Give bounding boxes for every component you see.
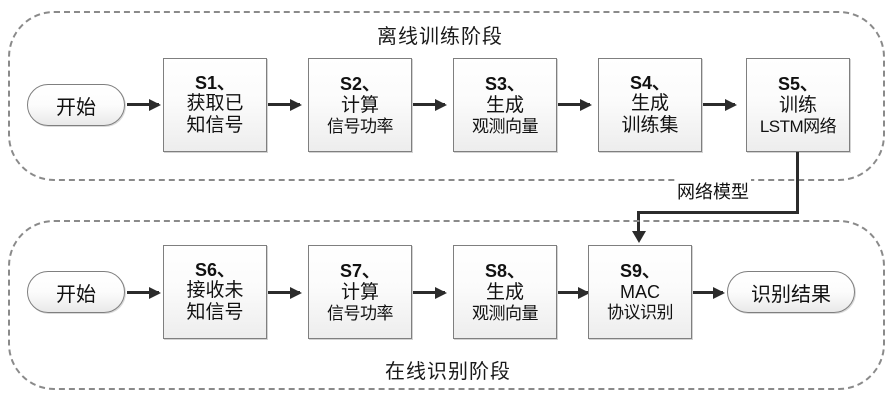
- phase-title-offline-training: 离线训练阶段: [377, 26, 503, 48]
- phase-title-online-recognition: 在线识别阶段: [385, 361, 511, 383]
- arrow-s6-to-s7: [268, 286, 302, 299]
- step-box-s4[interactable]: S4、 生成 训练集: [598, 58, 702, 152]
- arrow-s9-to-result: [693, 286, 725, 299]
- step-box-s8[interactable]: S8、 生成 观测向量: [453, 245, 557, 339]
- connector-horizontal: [637, 211, 799, 214]
- phase-container-online-recognition: [8, 220, 885, 390]
- step-s9-line2: MAC: [620, 282, 660, 303]
- step-box-s5[interactable]: S5、 训练 LSTM网络: [746, 58, 850, 152]
- step-s3-tag: S3、: [484, 73, 526, 94]
- step-s6-line3: 知信号: [186, 302, 244, 324]
- step-box-s6[interactable]: S6、 接收未 知信号: [163, 245, 267, 339]
- step-s9-line3: 协议识别: [607, 303, 674, 323]
- step-s8-line3: 观测向量: [472, 303, 539, 323]
- arrow-start-to-s1: [127, 98, 161, 111]
- arrow-s1-to-s2: [268, 98, 302, 111]
- arrow-s7-to-s8: [413, 286, 447, 299]
- terminator-start-online[interactable]: 开始: [27, 271, 125, 313]
- step-s5-tag: S5、: [777, 73, 819, 94]
- arrow-s2-to-s3: [413, 98, 447, 111]
- step-s9-tag: S9、: [619, 261, 661, 282]
- step-s1-line2: 获取已: [186, 93, 244, 115]
- step-s8-line2: 生成: [485, 281, 524, 303]
- terminator-recognition-result[interactable]: 识别结果: [727, 271, 855, 313]
- arrow-s3-to-s4: [558, 98, 592, 111]
- step-s1-line3: 知信号: [186, 115, 244, 137]
- arrow-s8-to-s9: [558, 286, 590, 299]
- step-box-s3[interactable]: S3、 生成 观测向量: [453, 58, 557, 152]
- arrow-s4-to-s5: [703, 98, 737, 111]
- step-box-s1[interactable]: S1、 获取已 知信号: [163, 58, 267, 152]
- step-s8-tag: S8、: [484, 260, 526, 281]
- step-s7-tag: S7、: [339, 260, 381, 281]
- step-s5-line2: 训练: [778, 94, 817, 116]
- step-s6-line2: 接收未: [186, 280, 244, 302]
- step-s2-line2: 计算: [340, 94, 379, 116]
- step-s3-line3: 观测向量: [472, 116, 539, 136]
- step-s4-line3: 训练集: [621, 115, 679, 137]
- step-box-s7[interactable]: S7、 计算 信号功率: [308, 245, 412, 339]
- connector-arrow-into-s9: [631, 211, 646, 243]
- connector-label-network-model: 网络模型: [675, 178, 751, 204]
- terminator-start-offline[interactable]: 开始: [27, 84, 125, 126]
- connector-s5-vertical: [796, 152, 799, 214]
- step-s2-line3: 信号功率: [327, 116, 394, 136]
- arrow-start-to-s6: [127, 286, 161, 299]
- step-s4-line2: 生成: [630, 93, 669, 115]
- step-s7-line3: 信号功率: [327, 303, 394, 323]
- step-s3-line2: 生成: [485, 94, 524, 116]
- step-s6-tag: S6、: [194, 259, 236, 280]
- step-s7-line2: 计算: [340, 281, 379, 303]
- step-s4-tag: S4、: [629, 72, 671, 93]
- step-box-s2[interactable]: S2、 计算 信号功率: [308, 58, 412, 152]
- step-s2-tag: S2、: [339, 73, 381, 94]
- step-s1-tag: S1、: [194, 72, 236, 93]
- phase-container-offline-training: [8, 11, 885, 181]
- step-box-s9[interactable]: S9、 MAC 协议识别: [588, 245, 692, 339]
- step-s5-line3: LSTM网络: [759, 116, 837, 136]
